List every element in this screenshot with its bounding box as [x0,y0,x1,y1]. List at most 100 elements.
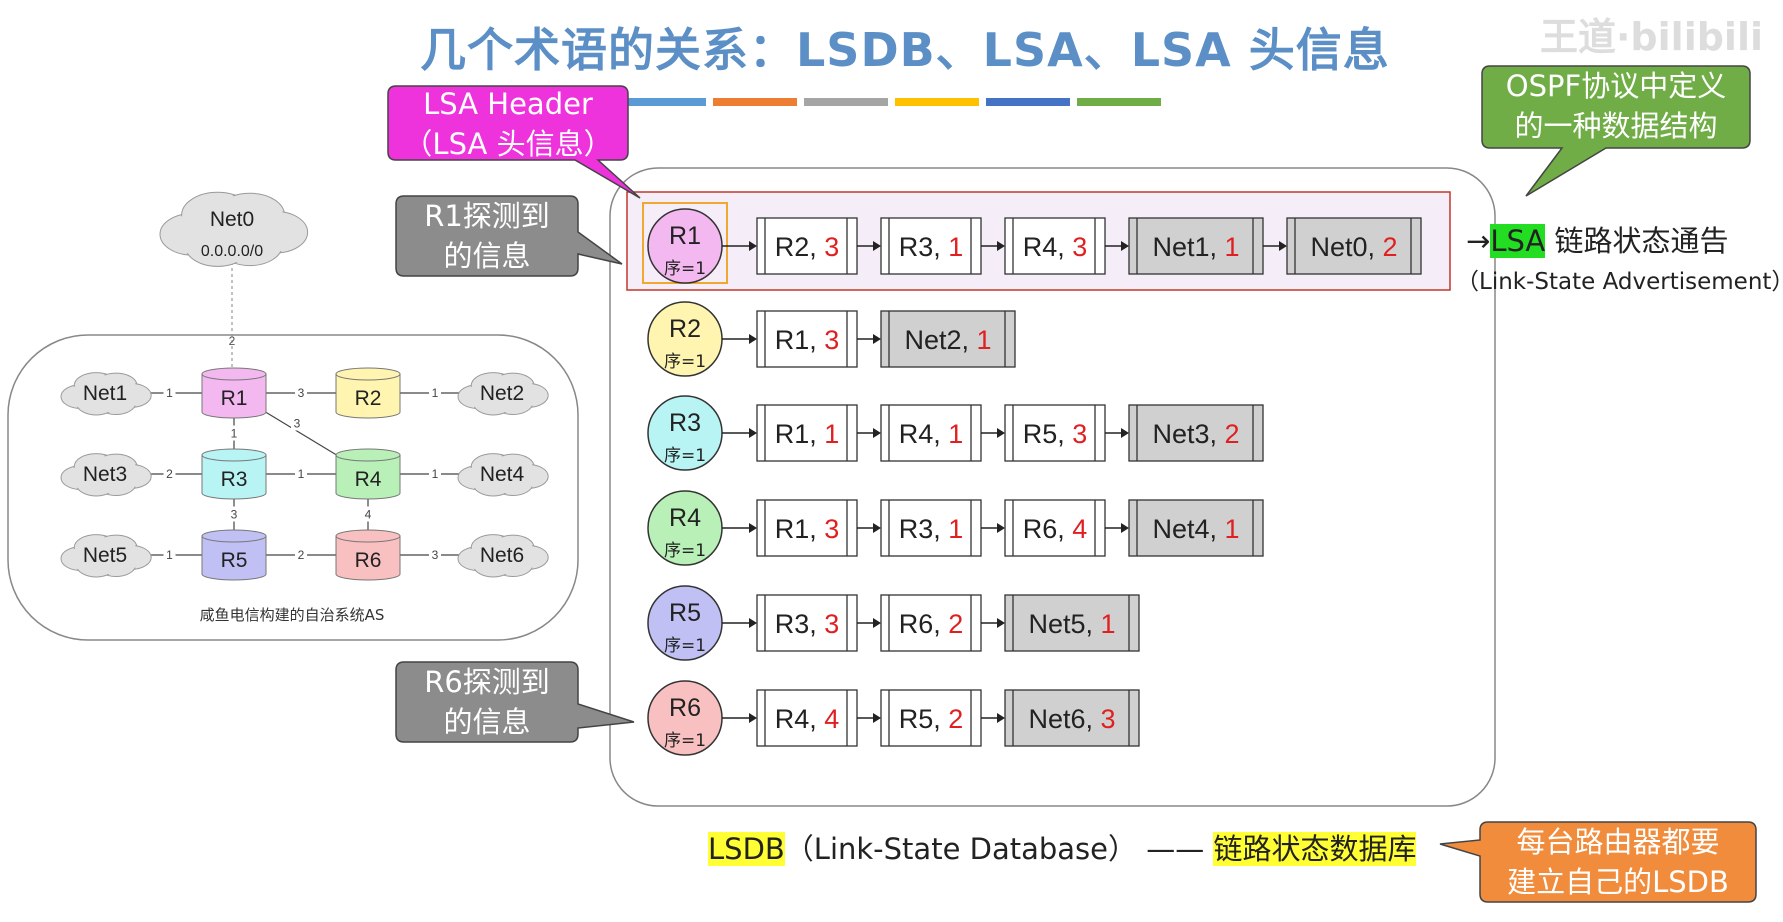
lsa-entry-box [756,499,858,557]
link-cost: 1 [166,386,173,400]
lsa-entry-box [756,404,858,462]
link-cost: 2 [298,548,305,562]
lsa-entry-text: Net3, 2 [1152,419,1239,449]
router-top [201,448,267,462]
net-label: Net5 [83,544,127,567]
lsa-entry-cost: 2 [1225,419,1240,449]
lsa-seq-label: 序=1 [664,259,706,279]
each-router-callout-text: 每台路由器都要 建立自己的LSDB [1480,822,1756,902]
lsa-entry-name: R1, [775,514,825,544]
lsa-entry: R6, 2 [880,594,982,652]
slide-title: 几个术语的关系：LSDB、LSA、LSA 头信息 [420,23,1390,77]
lsa-entry-box [756,217,858,275]
lsa-arrowhead [1121,241,1129,251]
lsa-arrowhead [873,618,881,628]
lsa-entry-box [1128,404,1264,462]
router-r6: R6 [335,529,401,581]
cloud-net2: Net2 [457,372,549,416]
lsa-entry: R3, 1 [880,217,982,275]
lsa-entry-box [880,404,982,462]
link-cost-bg [163,385,176,400]
lsa-router-id: R5 [669,599,701,627]
lsa-router-id: R3 [669,409,701,437]
lsdb-cn: 链路状态数据库 [1213,832,1417,866]
lsa-arrowhead [749,618,757,628]
lsa-arrowhead [997,618,1005,628]
lsa-entry-cost: 4 [1072,514,1087,544]
cloud-fill [477,540,527,570]
lsa-arrow: → [1466,224,1491,258]
lsa-arrowhead [873,428,881,438]
lsa-entry-box [880,499,982,557]
link-cost-bg [295,547,307,562]
lsa-header-line2: （LSA 头信息） [403,127,613,161]
lsa-entry-text: R3, 3 [775,609,840,639]
router-body [335,373,401,419]
lsa-arrowhead [873,241,881,251]
lsa-entry-cost: 1 [948,514,963,544]
router-body [201,373,267,419]
lsdb-dash: —— [1137,832,1214,866]
ospf-def-line1: OSPF协议中定义 [1505,69,1727,103]
lsa-entry-name: R3, [899,232,949,262]
lsa-entry-text: R1, 3 [775,514,840,544]
lsa-abbr: LSA [1490,224,1546,258]
lsa-entry-box [1286,217,1422,275]
lsa-entry: Net5, 1 [1004,594,1140,652]
link-cost-bg [228,425,240,441]
link-cost-bg [429,466,441,481]
palette-swatch [1077,98,1161,106]
lsa-entry-cost: 3 [1072,232,1087,262]
cloud-fill [477,459,527,489]
lsa-entry-name: Net6, [1028,704,1100,734]
cloud-fill [477,378,527,408]
lsdb-boundary [609,167,1496,807]
each-router-line2: 建立自己的LSDB [1507,865,1729,899]
each-router-callout [1439,821,1757,903]
lsa-arrowhead [1279,241,1287,251]
link-cost-bg [228,506,240,522]
link-cost-bg [163,466,176,481]
lsa-entry-name: Net2, [904,325,976,355]
lsa-entry-text: R2, 3 [775,232,840,262]
net-label: Net4 [480,463,525,486]
cloud-fill [80,459,130,489]
link-cost-bg [429,385,441,400]
lsa-entry-name: Net3, [1152,419,1224,449]
lsa-entry: Net3, 2 [1128,404,1264,462]
lsa-entry-text: R5, 3 [1023,419,1088,449]
router-label: R6 [355,549,382,572]
lsa-arrowhead [749,241,757,251]
lsa-router-id: R1 [669,222,701,250]
lsa-seq-label: 序=1 [664,731,706,751]
router-label: R4 [355,468,382,491]
lsa-arrowhead [997,523,1005,533]
lsa-entry-box [1128,217,1264,275]
lsa-entry-cost: 1 [948,232,963,262]
lsa-router-id: R2 [669,315,701,343]
lsa-entry-text: R4, 3 [1023,232,1088,262]
r6-probe-callout [395,661,635,743]
net-label: Net6 [480,544,524,567]
palette-bar [622,98,1161,106]
router-r3: R3 [201,448,267,500]
lsa-arrowhead [1121,523,1129,533]
r1-probe-callout-text: R1探测到 的信息 [398,196,576,276]
link-cost: 3 [231,508,238,522]
router-top [201,367,267,381]
lsa-header-callout [387,85,641,199]
router-top [335,448,401,462]
lsa-entry: Net6, 3 [1004,689,1140,747]
lsa-entry-box [1128,499,1264,557]
link-cost: 2 [166,467,173,481]
lsa-entry: Net4, 1 [1128,499,1264,557]
lsa-entry-name: R3, [775,609,825,639]
lsa-entry-name: R5, [1023,419,1073,449]
lsa-arrowhead [749,713,757,723]
lsa-entry-name: R5, [899,704,949,734]
watermark-logo: 王道·bilibili [1540,15,1763,59]
